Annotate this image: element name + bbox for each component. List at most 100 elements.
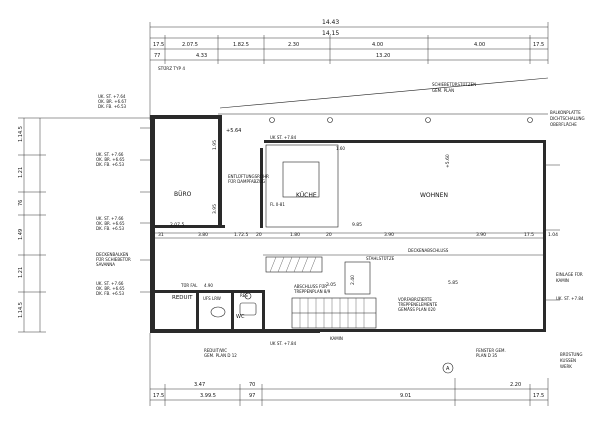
svg-text:UK ST. +7.84: UK ST. +7.84 bbox=[270, 341, 297, 346]
svg-text:3.80: 3.80 bbox=[198, 232, 208, 238]
svg-text:2.40: 2.40 bbox=[350, 275, 356, 285]
svg-text:ABSCHLUSS FÜR: ABSCHLUSS FÜR bbox=[294, 284, 327, 289]
room-buero: BÜRO bbox=[174, 191, 192, 198]
svg-text:4.90: 4.90 bbox=[204, 283, 213, 288]
svg-text:70: 70 bbox=[249, 382, 255, 388]
roof-edge-line bbox=[219, 77, 549, 109]
kitchen-island bbox=[282, 161, 320, 198]
svg-text:97: 97 bbox=[249, 393, 255, 399]
left-dim-5: 1.21 bbox=[18, 267, 24, 278]
dim-top-6: 4.00 bbox=[474, 42, 485, 48]
dim-top-4: 2.30 bbox=[288, 42, 299, 48]
svg-text:TÜR FAL: TÜR FAL bbox=[180, 283, 198, 288]
stair bbox=[291, 261, 377, 329]
svg-text:REDUIT/WC: REDUIT/WC bbox=[204, 348, 227, 353]
svg-text:UK. ST. +7.66: UK. ST. +7.66 bbox=[96, 216, 124, 221]
svg-text:20: 20 bbox=[326, 232, 332, 238]
svg-text:1.60: 1.60 bbox=[336, 146, 345, 151]
svg-text:31: 31 bbox=[158, 232, 164, 238]
dim-overall: 14.43 bbox=[322, 19, 339, 26]
svg-text:3.99.5: 3.99.5 bbox=[200, 393, 216, 399]
svg-text:KUSSEN: KUSSEN bbox=[560, 358, 576, 363]
svg-text:2.20: 2.20 bbox=[510, 382, 521, 388]
svg-text:UK. ST. +7.66: UK. ST. +7.66 bbox=[96, 152, 124, 157]
dim-top-3: 1.82.5 bbox=[233, 42, 249, 48]
dim-top-7: 17.5 bbox=[533, 42, 544, 48]
svg-text:TREPPENPLAN 8/9: TREPPENPLAN 8/9 bbox=[293, 289, 331, 294]
svg-text:1.72.5: 1.72.5 bbox=[234, 232, 248, 238]
svg-text:UK. ST. +7.84: UK. ST. +7.84 bbox=[556, 296, 584, 301]
svg-text:DK. FB. +6.53: DK. FB. +6.53 bbox=[96, 162, 125, 167]
svg-text:VORFABRIZIERTE: VORFABRIZIERTE bbox=[398, 297, 432, 302]
svg-text:2.07.5: 2.07.5 bbox=[170, 222, 184, 228]
svg-text:1.95: 1.95 bbox=[212, 140, 218, 150]
kitchen-hatch-strip bbox=[265, 256, 323, 273]
dim-inner: 14.15 bbox=[322, 30, 339, 37]
svg-text:UK. ST. +7.64: UK. ST. +7.64 bbox=[98, 94, 126, 99]
svg-text:DK. FB. +6.53: DK. FB. +6.53 bbox=[96, 291, 125, 296]
svg-text:UFS LRW: UFS LRW bbox=[203, 296, 221, 301]
schiebetur-stuetzen-label: SCHIEBETÜRSTÜTZEN bbox=[432, 82, 476, 87]
svg-text:TREPPENELEMENTE: TREPPENELEMENTE bbox=[397, 302, 438, 307]
room-wohnen: WOHNEN bbox=[420, 192, 448, 199]
left-dim-1: 1.14.5 bbox=[18, 126, 24, 142]
svg-text:DK. FB. +6.53: DK. FB. +6.53 bbox=[96, 226, 125, 231]
svg-text:DECKENABSCHLUSS: DECKENABSCHLUSS bbox=[408, 248, 449, 253]
top-dimension-chain: 14.43 14.15 17.5 2.07.5 1.82.5 2.30 4.00… bbox=[149, 19, 549, 120]
dim-top-1: 17.5 bbox=[153, 42, 164, 48]
svg-text:FENSTER GEM.: FENSTER GEM. bbox=[476, 348, 506, 353]
svg-text:20: 20 bbox=[256, 232, 262, 238]
room-wc: WC bbox=[236, 314, 245, 320]
wc-basin bbox=[239, 302, 257, 316]
column-markers bbox=[269, 117, 533, 123]
dim-top-b1: 77 bbox=[154, 53, 160, 59]
bottom-dimension-chain: 3.47 70 2.20 17.5 3.99.5 97 9.01 17.5 bbox=[149, 333, 549, 406]
svg-text:RES: RES bbox=[240, 293, 248, 298]
svg-text:BRÜSTUNG: BRÜSTUNG bbox=[560, 352, 582, 357]
svg-text:FÜR SCHIEBETÜR: FÜR SCHIEBETÜR bbox=[96, 257, 131, 262]
svg-text:OK. BR. +6.67: OK. BR. +6.67 bbox=[98, 99, 127, 104]
svg-text:OK. BR. +6.65: OK. BR. +6.65 bbox=[96, 221, 125, 226]
svg-text:GEMÄSS PLAN 020: GEMÄSS PLAN 020 bbox=[398, 307, 436, 312]
svg-text:3.47: 3.47 bbox=[194, 382, 205, 388]
svg-text:17.5: 17.5 bbox=[153, 393, 164, 399]
section-marker-a bbox=[442, 362, 454, 374]
svg-text:3.90: 3.90 bbox=[476, 232, 486, 238]
dim-top-2: 2.07.5 bbox=[182, 42, 198, 48]
mid-dimension-row: 31 3.80 1.72.5 20 1.80 20 9.85 3.90 3.90… bbox=[158, 222, 558, 288]
level-564: +5.64 bbox=[226, 128, 241, 134]
svg-text:EINLAGE FÜR: EINLAGE FÜR bbox=[556, 272, 583, 277]
oberflaeche-label: OBERFLÄCHE bbox=[550, 122, 577, 127]
svg-text:9.85: 9.85 bbox=[352, 222, 362, 228]
svg-text:3.95: 3.95 bbox=[212, 204, 218, 214]
svg-text:ENTLÜFTUNGSROHR: ENTLÜFTUNGSROHR bbox=[228, 174, 269, 179]
balkonplatte-label: BALKONPLATTE bbox=[550, 110, 581, 115]
svg-text:UK ST. +7.84: UK ST. +7.84 bbox=[270, 135, 297, 140]
dim-top-b2: 4.33 bbox=[196, 53, 207, 59]
svg-text:3.90: 3.90 bbox=[384, 232, 394, 238]
svg-text:UK. ST. +7.66: UK. ST. +7.66 bbox=[96, 281, 124, 286]
left-dim-4: 1.49 bbox=[18, 229, 24, 240]
svg-text:STAHLSTÜTZE: STAHLSTÜTZE bbox=[366, 256, 395, 261]
dim-top-b3: 13.20 bbox=[376, 53, 390, 59]
room-reduit: REDUIT bbox=[172, 295, 193, 301]
svg-text:KAMIN: KAMIN bbox=[330, 336, 343, 341]
svg-text:OK. BR. +6.65: OK. BR. +6.65 bbox=[96, 286, 125, 291]
svg-text:KAMIN: KAMIN bbox=[556, 278, 569, 283]
svg-text:9.01: 9.01 bbox=[400, 393, 411, 399]
left-dim-6: 1.14.5 bbox=[18, 302, 24, 318]
svg-text:PLAN D 35: PLAN D 35 bbox=[476, 353, 498, 358]
svg-text:FÜR DAMPFABZUG: FÜR DAMPFABZUG bbox=[228, 179, 265, 184]
svg-text:FL 0-81: FL 0-81 bbox=[270, 202, 285, 207]
left-dimension-chain: 1.14.5 1.21 76 1.49 1.21 1.14.5 bbox=[18, 117, 150, 333]
svg-text:+5.60: +5.60 bbox=[445, 154, 451, 168]
svg-text:WERK: WERK bbox=[560, 364, 572, 369]
kitchen-outline bbox=[265, 144, 339, 228]
svg-text:1.80: 1.80 bbox=[290, 232, 300, 238]
stuerz-label: STÜRZ TYP 4 bbox=[158, 66, 185, 71]
svg-text:5.85: 5.85 bbox=[448, 280, 458, 286]
svg-text:DECKENBALKEN: DECKENBALKEN bbox=[96, 252, 128, 257]
svg-text:1.04: 1.04 bbox=[548, 232, 558, 238]
svg-text:DK. FB. +6.53: DK. FB. +6.53 bbox=[98, 104, 127, 109]
